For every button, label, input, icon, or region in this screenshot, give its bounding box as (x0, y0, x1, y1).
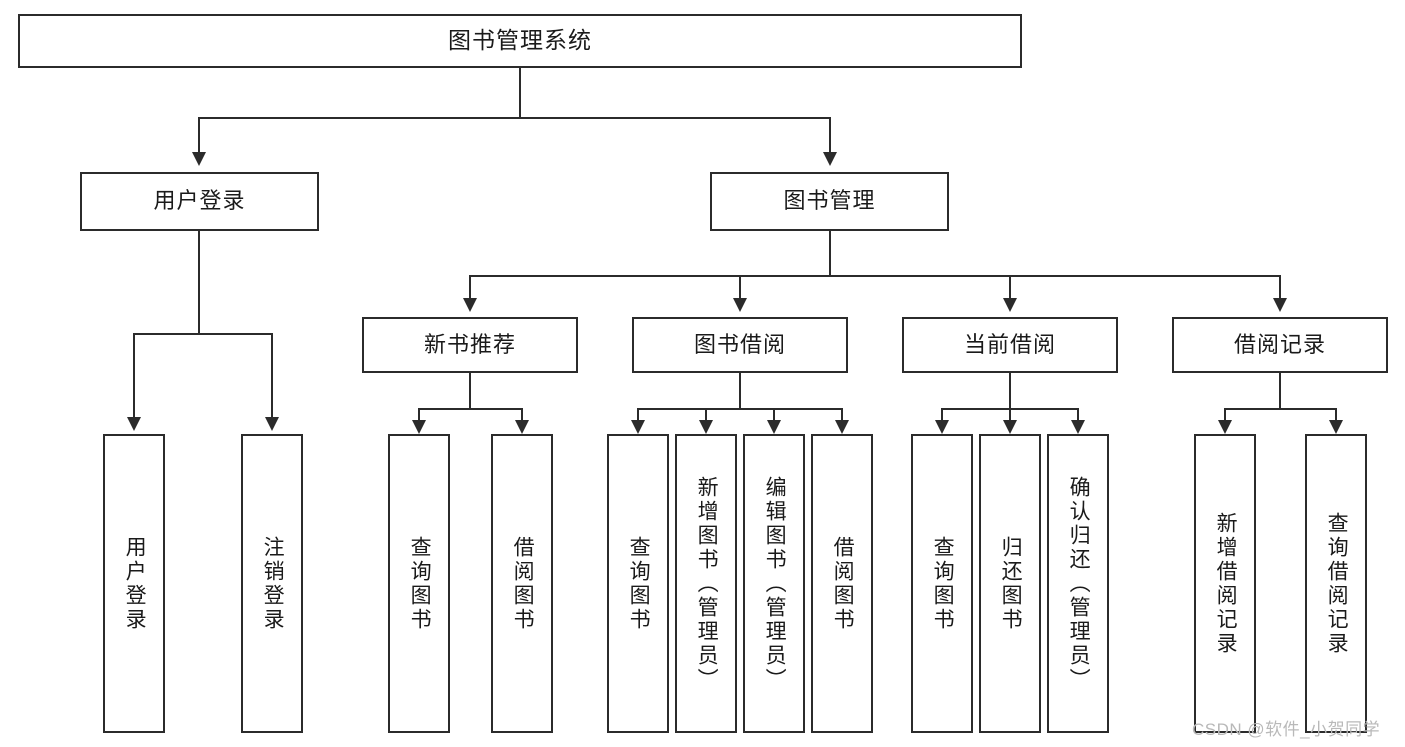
connector-drop-br-1 (1224, 408, 1226, 421)
arrow-to-new-book-recommend (463, 298, 477, 312)
node-label: 图书管理 (783, 188, 876, 214)
arrow-to-nbr-leaf-1 (412, 420, 426, 434)
leaf-bb-borrow-book[interactable]: 借阅图书 (811, 434, 873, 733)
leaf-br-query-record[interactable]: 查询借阅记录 (1305, 434, 1367, 733)
arrow-to-cb-leaf-3 (1071, 420, 1085, 434)
node-book-management[interactable]: 图书管理 (710, 172, 949, 231)
leaf-cb-return-book[interactable]: 归还图书 (979, 434, 1041, 733)
node-label: 查询借阅记录 (1325, 511, 1349, 656)
connector-user-login-stem (198, 231, 200, 334)
arrow-to-br-leaf-1 (1218, 420, 1232, 434)
arrow-to-bb-leaf-1 (631, 420, 645, 434)
node-label: 确认归还（管理员） (1067, 475, 1091, 692)
arrow-to-cb-leaf-2 (1003, 420, 1017, 434)
node-borrow-record[interactable]: 借阅记录 (1172, 317, 1388, 373)
connector-level2-bus (199, 117, 831, 119)
leaf-logout[interactable]: 注销登录 (241, 434, 303, 733)
connector-drop-new-book-recommend (469, 275, 471, 299)
connector-level3-bus (469, 275, 1281, 277)
arrow-to-leaf-user-login (127, 417, 141, 431)
connector-drop-book-management (829, 117, 831, 153)
connector-br-stem (1279, 373, 1281, 409)
node-label: 图书借阅 (693, 331, 786, 357)
connector-bb-bus (637, 408, 843, 410)
leaf-nbr-query-book[interactable]: 查询图书 (388, 434, 450, 733)
connector-br-bus (1224, 408, 1336, 410)
node-label: 借阅图书 (831, 535, 855, 632)
connector-drop-cb-3 (1077, 408, 1079, 421)
leaf-user-login[interactable]: 用户登录 (103, 434, 165, 733)
arrow-to-user-login (192, 152, 206, 166)
leaf-br-add-record[interactable]: 新增借阅记录 (1194, 434, 1256, 733)
arrow-to-bb-leaf-4 (835, 420, 849, 434)
arrow-to-borrow-record (1273, 298, 1287, 312)
leaf-cb-query-book[interactable]: 查询图书 (911, 434, 973, 733)
node-label: 编辑图书（管理员） (763, 475, 787, 692)
node-label: 新增借阅记录 (1214, 511, 1238, 656)
watermark-text: CSDN @软件_小贺同学 (1192, 720, 1381, 739)
arrow-to-bb-leaf-2 (699, 420, 713, 434)
connector-drop-borrow-record (1279, 275, 1281, 299)
connector-cb-stem (1009, 373, 1011, 409)
connector-drop-user-login (198, 117, 200, 153)
node-user-login[interactable]: 用户登录 (80, 172, 319, 231)
leaf-bb-edit-book-admin[interactable]: 编辑图书（管理员） (743, 434, 805, 733)
connector-bb-stem (739, 373, 741, 409)
connector-drop-cb-2 (1009, 408, 1011, 421)
arrow-to-book-management (823, 152, 837, 166)
connector-book-management-stem (829, 231, 831, 276)
connector-drop-leaf-logout (271, 333, 273, 418)
node-label: 当前借阅 (963, 331, 1056, 357)
connector-drop-current-borrow (1009, 275, 1011, 299)
connector-nbr-bus (418, 408, 522, 410)
connector-root-stem (519, 68, 521, 118)
connector-drop-bb-4 (841, 408, 843, 421)
connector-drop-nbr-1 (418, 408, 420, 421)
connector-drop-br-2 (1335, 408, 1337, 421)
node-label: 归还图书 (999, 535, 1023, 632)
arrow-to-current-borrow (1003, 298, 1017, 312)
node-label: 用户登录 (123, 535, 147, 632)
node-label: 查询图书 (931, 535, 955, 632)
connector-drop-book-borrow (739, 275, 741, 299)
arrow-to-leaf-logout (265, 417, 279, 431)
connector-drop-cb-1 (941, 408, 943, 421)
connector-drop-leaf-user-login (133, 333, 135, 418)
connector-drop-bb-3 (773, 408, 775, 421)
node-label: 用户登录 (153, 188, 246, 214)
leaf-cb-confirm-return-admin[interactable]: 确认归还（管理员） (1047, 434, 1109, 733)
leaf-nbr-borrow-book[interactable]: 借阅图书 (491, 434, 553, 733)
connector-drop-bb-1 (637, 408, 639, 421)
arrow-to-cb-leaf-1 (935, 420, 949, 434)
leaf-bb-add-book-admin[interactable]: 新增图书（管理员） (675, 434, 737, 733)
node-book-borrow[interactable]: 图书借阅 (632, 317, 848, 373)
leaf-bb-query-book[interactable]: 查询图书 (607, 434, 669, 733)
node-new-book-recommend[interactable]: 新书推荐 (362, 317, 578, 373)
node-label: 查询图书 (627, 535, 651, 632)
arrow-to-book-borrow (733, 298, 747, 312)
node-label: 借阅图书 (511, 535, 535, 632)
connector-drop-bb-2 (705, 408, 707, 421)
node-label: 借阅记录 (1233, 331, 1326, 357)
node-label: 新书推荐 (423, 331, 516, 357)
arrow-to-bb-leaf-3 (767, 420, 781, 434)
node-label: 注销登录 (261, 535, 285, 632)
connector-drop-nbr-2 (521, 408, 523, 421)
node-root-book-management-system[interactable]: 图书管理系统 (18, 14, 1022, 68)
node-label: 查询图书 (408, 535, 432, 632)
node-current-borrow[interactable]: 当前借阅 (902, 317, 1118, 373)
node-label: 新增图书（管理员） (695, 475, 719, 692)
arrow-to-br-leaf-2 (1329, 420, 1343, 434)
connector-user-login-bus (133, 333, 272, 335)
connector-nbr-stem (469, 373, 471, 409)
node-label: 图书管理系统 (448, 27, 592, 54)
arrow-to-nbr-leaf-2 (515, 420, 529, 434)
